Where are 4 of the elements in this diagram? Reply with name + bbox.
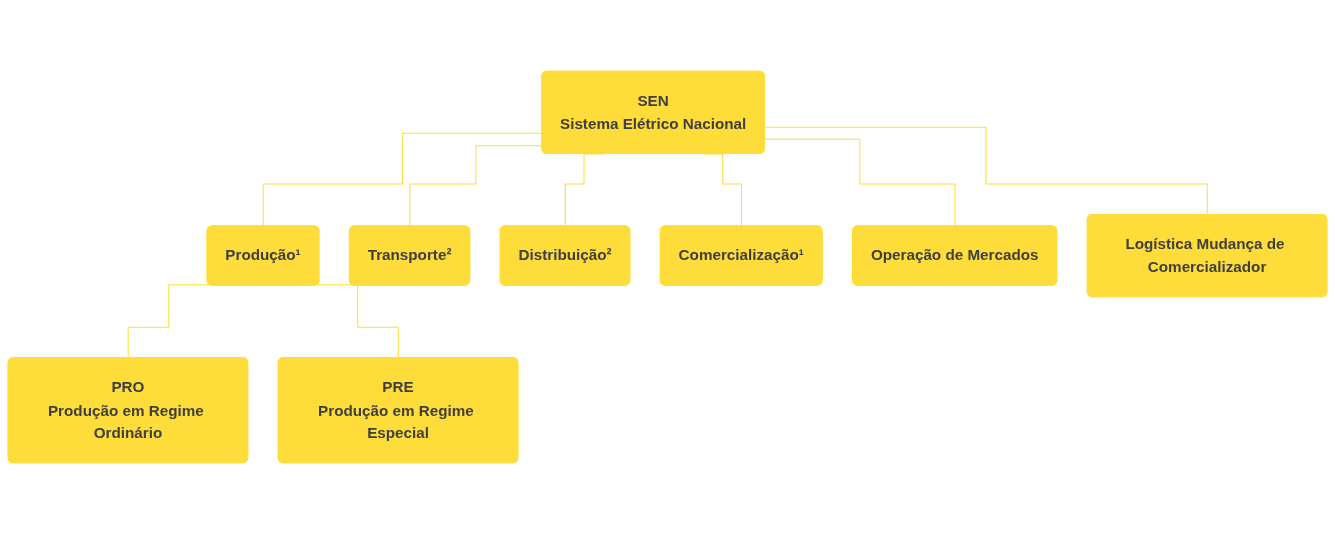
connector [764,138,956,227]
connector [764,126,1209,216]
connector [127,284,210,359]
connector [317,284,400,359]
